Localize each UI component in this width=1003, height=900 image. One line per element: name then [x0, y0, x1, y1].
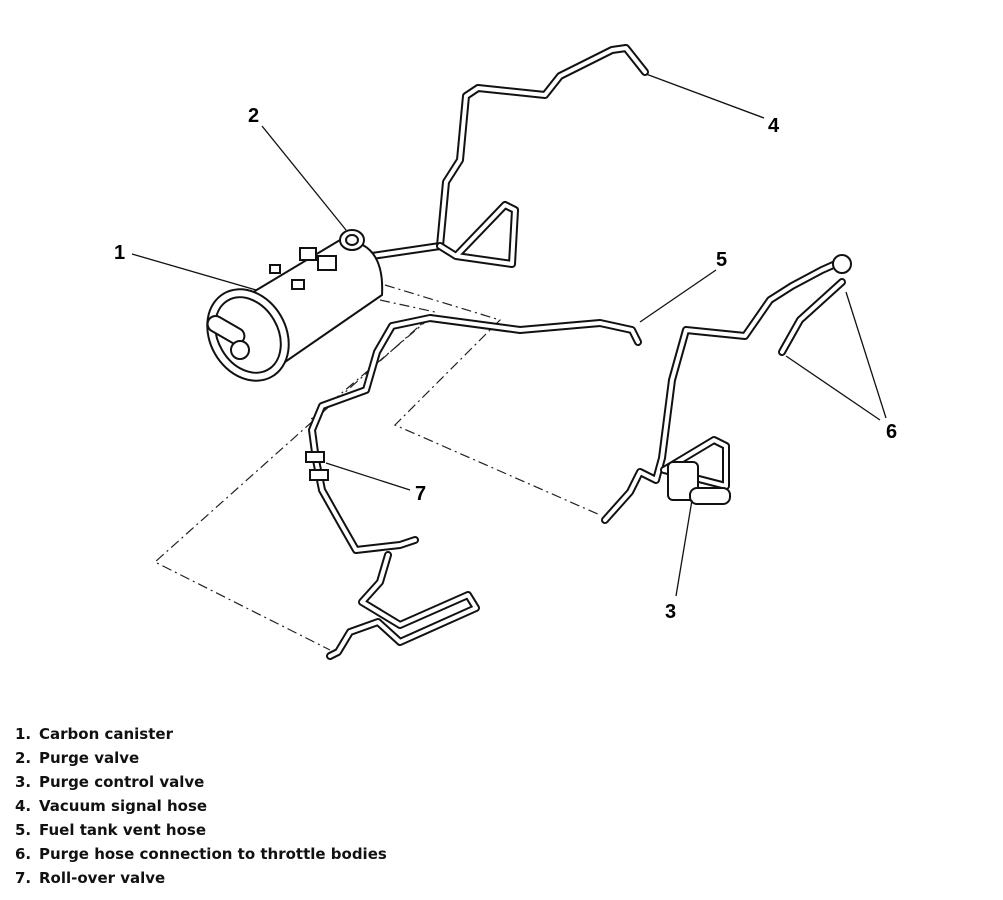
legend-label: Purge valve	[39, 749, 140, 767]
legend-item: 2. Purge valve	[15, 746, 387, 770]
callout-3: 3	[665, 601, 676, 623]
legend-label: Fuel tank vent hose	[39, 821, 206, 839]
legend: 1. Carbon canister 2. Purge valve 3. Purge …	[15, 722, 387, 890]
legend-number: 7.	[15, 869, 32, 887]
purge-control-valve	[667, 461, 731, 505]
callout-6: 6	[886, 421, 897, 443]
callout-1: 1	[114, 242, 125, 264]
dashed-routing-lines	[153, 284, 601, 651]
legend-item: 5. Fuel tank vent hose	[15, 818, 387, 842]
legend-label: Purge hose connection to throttle bodies	[39, 845, 387, 863]
legend-label: Purge control valve	[39, 773, 205, 791]
legend-number: 1.	[15, 725, 32, 743]
legend-number: 5.	[15, 821, 32, 839]
legend-number: 4.	[15, 797, 32, 815]
throttle-connector	[832, 254, 852, 274]
legend-item: 4. Vacuum signal hose	[15, 794, 387, 818]
legend-item: 3. Purge control valve	[15, 770, 387, 794]
callout-5: 5	[716, 249, 727, 271]
legend-number: 3.	[15, 773, 32, 791]
legend-label: Carbon canister	[39, 725, 173, 743]
carbon-canister	[206, 238, 384, 382]
vacuum-signal-hose	[368, 44, 649, 268]
purge-valve	[339, 229, 365, 251]
purge-hose	[601, 254, 852, 524]
roll-over-valve	[305, 451, 329, 481]
legend-item: 1. Carbon canister	[15, 722, 387, 746]
legend-label: Vacuum signal hose	[39, 797, 208, 815]
callout-4: 4	[768, 115, 780, 137]
fuel-tank-vent-hose	[308, 314, 642, 660]
callout-7: 7	[415, 483, 426, 505]
legend-number: 6.	[15, 845, 32, 863]
legend-label: Roll-over valve	[39, 869, 166, 887]
legend-item: 6. Purge hose connection to throttle bodi…	[15, 842, 387, 866]
leader-lines	[131, 73, 887, 597]
legend-number: 2.	[15, 749, 32, 767]
legend-item: 7. Roll-over valve	[15, 866, 387, 890]
callout-2: 2	[248, 105, 259, 127]
